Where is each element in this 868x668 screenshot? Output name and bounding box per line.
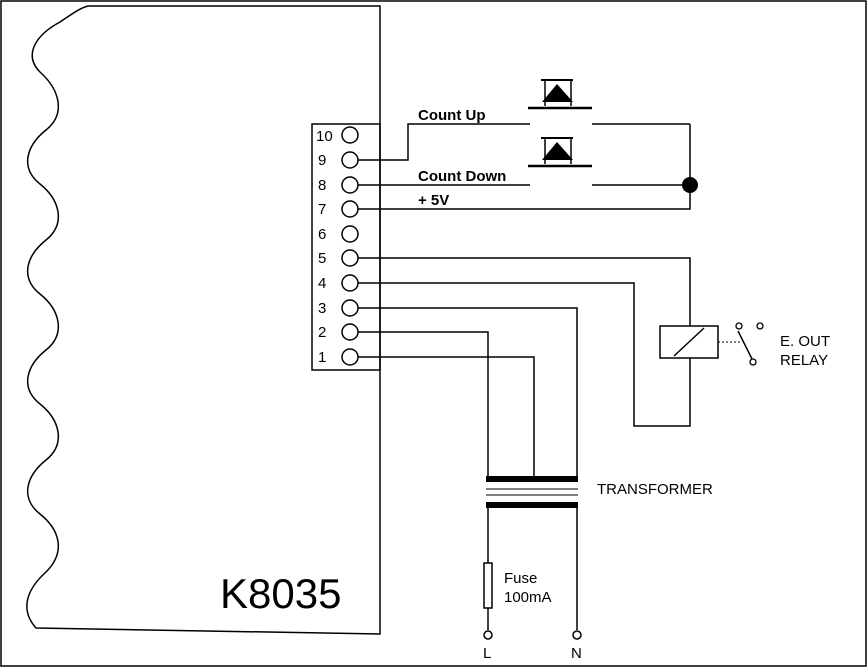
terminal-number: 1 [318, 349, 326, 366]
terminal-6: 6 [318, 225, 359, 243]
module-name: K8035 [220, 570, 341, 617]
wire-supply [358, 124, 691, 210]
neutral-terminal [572, 630, 582, 640]
terminal-screw [341, 274, 359, 292]
wire-transformer-2 [358, 331, 489, 478]
junction-dot [682, 177, 698, 193]
button-actuator [542, 142, 573, 160]
terminal-screw [341, 176, 359, 194]
wire-relay-b [358, 282, 691, 427]
count-up-label: Count Up [418, 107, 485, 124]
terminal-number: 3 [318, 300, 326, 317]
terminal-3: 3 [318, 299, 359, 317]
transformer-primary-winding [486, 502, 578, 508]
terminal-number: 5 [318, 250, 326, 267]
live-terminal [483, 630, 493, 640]
terminal-number: 4 [318, 275, 326, 292]
live-label: L [483, 645, 491, 662]
terminal-screw [341, 348, 359, 366]
relay-label-line2: RELAY [780, 352, 828, 369]
relay-switch-arm [737, 330, 753, 360]
count-down-button [528, 137, 592, 168]
terminal-screw [341, 225, 359, 243]
terminal-5: 5 [318, 249, 359, 267]
supply-label: + 5V [418, 192, 449, 209]
terminal-screw [341, 299, 359, 317]
terminal-screw [341, 126, 359, 144]
terminal-4: 4 [318, 274, 359, 292]
terminal-2: 2 [318, 323, 359, 341]
terminal-number: 2 [318, 324, 326, 341]
count-up-button [528, 79, 592, 110]
relay-coil-diagonal [673, 327, 705, 357]
terminal-number: 7 [318, 201, 326, 218]
terminal-screw [341, 200, 359, 218]
terminal-1: 1 [318, 348, 359, 366]
terminal-10: 10 [316, 126, 359, 145]
wire-relay-a [358, 257, 691, 326]
terminal-7: 7 [318, 200, 359, 218]
relay-contact-no [756, 322, 764, 330]
neutral-label: N [571, 645, 582, 662]
relay [659, 322, 764, 366]
terminal-number: 6 [318, 226, 326, 243]
transformer-secondary-winding [486, 476, 578, 482]
terminal-8: 8 [318, 176, 359, 194]
fuse-label: Fuse [504, 570, 537, 587]
terminal-block [311, 123, 381, 371]
terminal-screw [341, 323, 359, 341]
module-outline [26, 5, 381, 635]
wires [358, 123, 691, 630]
button-actuator [542, 84, 573, 102]
count-down-label: Count Down [418, 168, 506, 185]
wire-transformer-3 [358, 307, 578, 478]
relay-label-line1: E. OUT [780, 333, 830, 350]
transformer-label: TRANSFORMER [597, 481, 713, 498]
wire-transformer-1 [358, 356, 535, 478]
wire-count-up [358, 123, 530, 161]
terminal-screw [341, 249, 359, 267]
terminal-9: 9 [318, 151, 359, 169]
transformer [486, 476, 578, 508]
fuse-rating: 100mA [504, 589, 552, 606]
relay-contact-nc [735, 322, 743, 330]
terminal-number: 9 [318, 152, 326, 169]
terminal-screw [341, 151, 359, 169]
relay-contact-com [749, 358, 757, 366]
fuse [483, 562, 493, 609]
terminal-number: 10 [316, 128, 333, 145]
terminal-number: 8 [318, 177, 326, 194]
